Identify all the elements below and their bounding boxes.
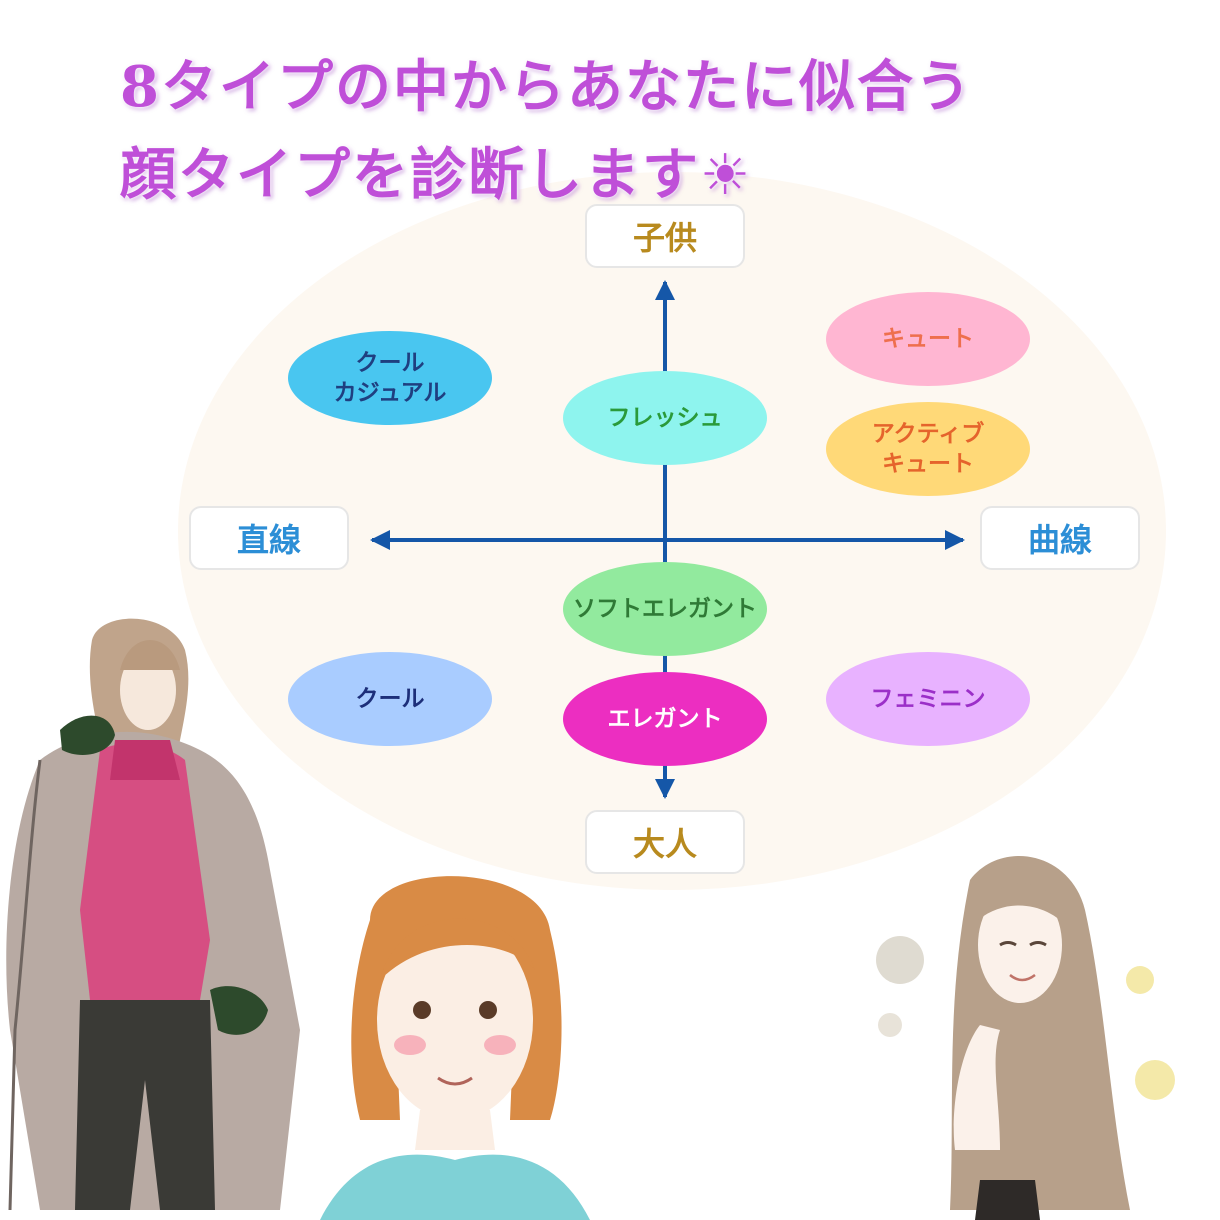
illustration-woman-long-hair xyxy=(876,856,1175,1220)
title-line-2: 顔タイプを診断します☀ xyxy=(120,142,753,208)
axis-label-right: 曲線 xyxy=(980,506,1140,570)
illustration-woman-in-coat xyxy=(6,618,300,1211)
title-line-1: 8タイプの中からあなたに似合う xyxy=(120,54,973,120)
axis-label-bottom: 大人 xyxy=(585,810,745,874)
type-active-cute: アクティブ キュート xyxy=(826,402,1030,496)
type-cute: キュート xyxy=(826,292,1030,386)
type-soft-elegant: ソフトエレガント xyxy=(563,562,767,656)
type-feminine: フェミニン xyxy=(826,652,1030,746)
type-cool: クール xyxy=(288,652,492,746)
axis-label-top: 子供 xyxy=(585,204,745,268)
type-elegant: エレガント xyxy=(563,672,767,766)
illustration-woman-short-hair xyxy=(320,876,590,1220)
type-fresh: フレッシュ xyxy=(563,371,767,465)
type-cool-casual: クール カジュアル xyxy=(288,331,492,425)
axis-label-left: 直線 xyxy=(189,506,349,570)
